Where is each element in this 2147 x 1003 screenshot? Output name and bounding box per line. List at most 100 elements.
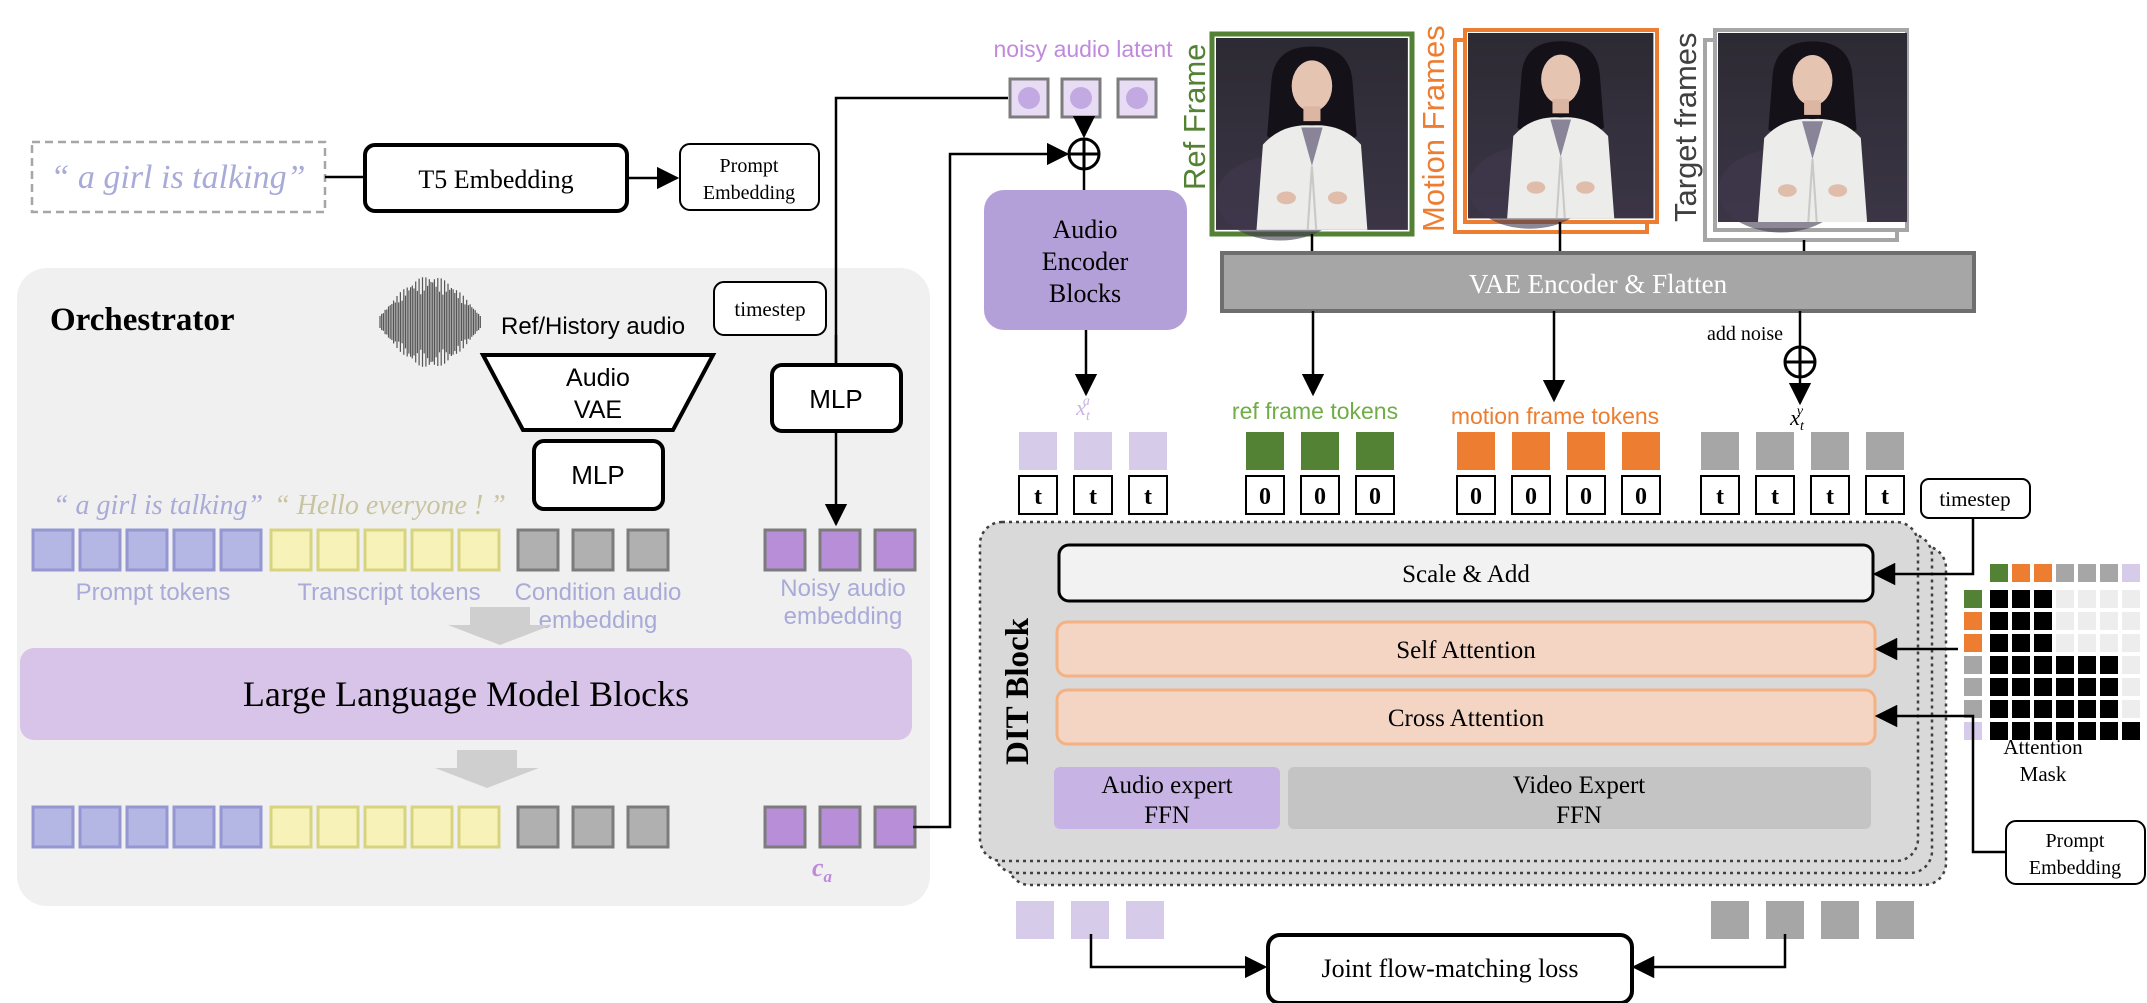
mask-cell: [2122, 678, 2140, 696]
llm-block: [20, 648, 912, 740]
self-attention-label: Self Attention: [1396, 637, 1536, 664]
dit-prompt-embedding-line2: Embedding: [2029, 857, 2121, 879]
mask-cell: [2100, 722, 2118, 740]
scale-add-label: Scale & Add: [1402, 561, 1530, 588]
xta-label: xta: [1075, 394, 1091, 424]
noisy-audio-token: [818, 528, 862, 572]
motion-token-time-box: [1566, 475, 1606, 515]
line-ca-to-plus: [913, 142, 1070, 829]
mask-cell: [2122, 656, 2140, 674]
target-token: [1701, 432, 1739, 470]
audio-vae-line1: Audio: [566, 364, 630, 392]
llm-label: Large Language Model Blocks: [243, 674, 689, 714]
orchestrator: Orchestrator Ref/History audio Audio VAE…: [17, 268, 930, 906]
prompt-embedding-line1: Prompt: [720, 155, 779, 177]
timestep-label: timestep: [734, 297, 805, 321]
ref-frame-image: [1209, 31, 1415, 242]
mask-header-cell: [2056, 564, 2074, 582]
add-circle-audio: [1067, 137, 1101, 171]
mask-cell: [2012, 634, 2030, 652]
ref-history-audio-label: Ref/History audio: [501, 313, 685, 340]
mask-cell: [2034, 722, 2052, 740]
prompt-token: [31, 528, 75, 572]
dit-prompt-embedding-line1: Prompt: [2046, 830, 2105, 852]
orchestrator-panel: [17, 268, 930, 906]
arrow-video-out-to-loss: [1631, 934, 1787, 979]
ref-token-time-label: 0: [1369, 484, 1381, 510]
transcript-token: [316, 528, 360, 572]
orchestrator-input-tokens: [31, 528, 917, 572]
mask-cell: [2034, 656, 2052, 674]
mask-cell: [1990, 656, 2008, 674]
transcript-tokens-label: Transcript tokens: [297, 579, 480, 606]
mask-cell: [2100, 700, 2118, 718]
target-token: [1811, 432, 1849, 470]
audio-output-token: [1016, 901, 1054, 939]
down-arrow-to-llm: [448, 607, 552, 645]
noisy-audio-token: [763, 528, 807, 572]
condition-audio-token: [626, 528, 670, 572]
mask-cell: [1990, 590, 2008, 608]
transcript-token: [269, 528, 313, 572]
audio-output-token: [1071, 901, 1109, 939]
transcript-token: [410, 528, 454, 572]
mask-cell: [2034, 590, 2052, 608]
ref-token-time-box: [1300, 475, 1340, 515]
target-token: [1866, 432, 1904, 470]
video-expert-line2: FFN: [1556, 802, 1602, 829]
dit-title: DIT Block: [1000, 617, 1036, 765]
mask-cell: [2122, 700, 2140, 718]
arrow-timestep-to-scale: [1872, 518, 1975, 586]
noisy-audio-token: [763, 805, 807, 849]
quote-prompt: “ a girl is talking”: [53, 490, 263, 521]
ref-tokens-label: ref frame tokens: [1232, 398, 1398, 424]
arrow-prompt-to-cross-attention: [1874, 704, 2006, 854]
prompt-token: [78, 805, 122, 849]
motion-token-time-box: [1511, 475, 1551, 515]
mask-cell: [2012, 590, 2030, 608]
mask-cell: [2056, 634, 2074, 652]
mask-cell: [2012, 612, 2030, 630]
noisy-audio-line2: embedding: [784, 603, 903, 630]
video-output-token: [1766, 901, 1804, 939]
audio-token-time-label: t: [1144, 484, 1152, 510]
prompt-token: [172, 805, 216, 849]
audio-expert-line2: FFN: [1144, 802, 1190, 829]
prompt-token: [31, 805, 75, 849]
ref-token-time-label: 0: [1314, 484, 1326, 510]
audio-token-time-box: [1073, 475, 1113, 515]
loss-label: Joint flow-matching loss: [1321, 954, 1578, 983]
motion-token: [1622, 432, 1660, 470]
mask-cell: [1990, 722, 2008, 740]
mlp-outer-label: MLP: [809, 384, 862, 414]
motion-token-time-box: [1621, 475, 1661, 515]
vae-encoder-label: VAE Encoder & Flatten: [1469, 269, 1728, 299]
mask-header-cell: [2078, 564, 2096, 582]
audio-encoder-blocks: [984, 190, 1187, 330]
transcript-token: [410, 805, 454, 849]
ref-frame-label: Ref Frame: [1177, 44, 1212, 190]
audio-branch: noisy audio latent Audio Encoder Blocks …: [834, 36, 1187, 829]
top-prompt-row: “ a girl is talking” T5 Embedding Prompt…: [30, 140, 820, 214]
prompt-text: “ a girl is talking”: [50, 159, 305, 196]
mask-cell: [2034, 678, 2052, 696]
mask-cell: [2100, 678, 2118, 696]
audio-encoder-line3: Blocks: [1049, 279, 1121, 308]
prompt-text-box: [30, 140, 327, 214]
audio-token-time-label: t: [1089, 484, 1097, 510]
mask-cell: [2056, 612, 2074, 630]
noisy-audio-token: [818, 805, 862, 849]
audio-vae-line2: VAE: [574, 396, 622, 424]
loss-box: [1266, 933, 1634, 1003]
mlp-inner-label: MLP: [571, 460, 624, 490]
motion-token-time-label: 0: [1525, 484, 1537, 510]
video-output-token: [1876, 901, 1914, 939]
noisy-audio-token: [873, 528, 917, 572]
noisy-audio-token: [873, 805, 917, 849]
prompt-token: [219, 528, 263, 572]
motion-token-time-label: 0: [1470, 484, 1482, 510]
mask-header-cell: [2012, 564, 2030, 582]
target-token-time-box: [1700, 475, 1740, 515]
vae-encoder-box: [1220, 251, 1976, 313]
mlp-inner-box: [532, 439, 665, 511]
